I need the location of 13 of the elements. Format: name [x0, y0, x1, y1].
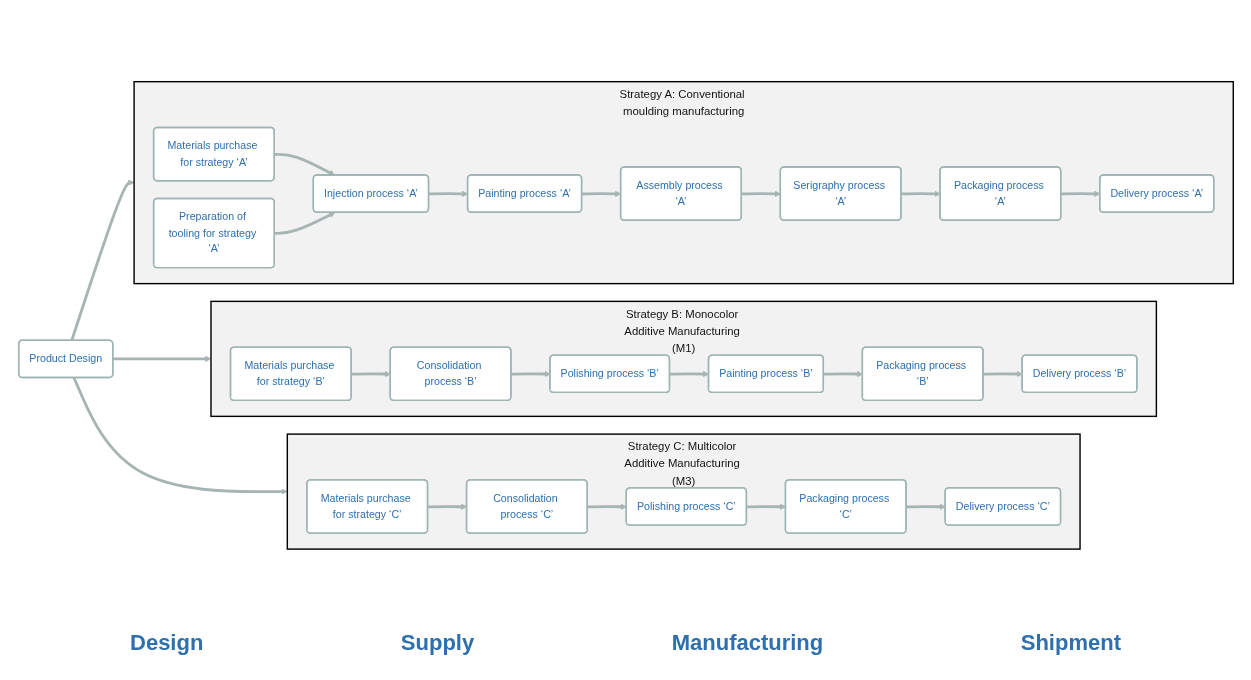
arrow — [427, 503, 467, 510]
arrow — [1060, 190, 1100, 197]
arrow — [669, 370, 709, 377]
column-heading: Supply — [400, 630, 475, 656]
column-heading: Design — [130, 630, 204, 656]
arrow — [112, 355, 211, 362]
arrow — [274, 211, 335, 235]
arrow — [274, 152, 335, 176]
arrow — [70, 179, 134, 341]
column-heading: Shipment — [1020, 630, 1121, 656]
column-heading: Manufacturing — [671, 630, 824, 656]
arrow — [428, 190, 468, 197]
arrow — [581, 190, 621, 197]
